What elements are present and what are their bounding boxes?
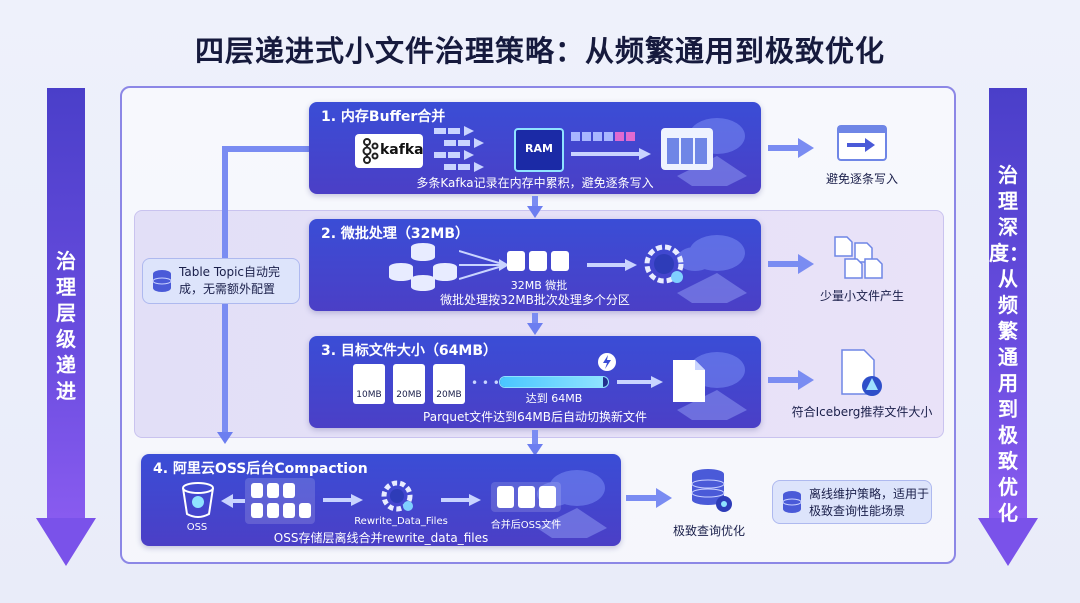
offline-note: 离线维护策略，适用于极致查询性能场景: [772, 480, 932, 524]
page-title: 四层递进式小文件治理策略：从频繁通用到极致优化: [194, 34, 885, 68]
table-topic-note: Table Topic自动完成，无需额外配置: [142, 258, 300, 304]
stage-4-oss-compaction: 4. 阿里云OSS后台Compaction OSS Rewrite_Data_F…: [141, 454, 621, 546]
stage-2-title: 2. 微批处理（32MB）: [321, 226, 470, 242]
small-files-grid: [245, 478, 315, 524]
oss-label: OSS: [186, 522, 208, 533]
file-window-icon: [661, 128, 713, 170]
iceberg-file-icon: [841, 349, 882, 396]
flow-arrow-1-2-head: [527, 206, 543, 218]
memory-blocks-icon: [571, 132, 635, 141]
ram-chip: RAM: [514, 128, 564, 172]
rewrite-label: Rewrite_Data_Files: [354, 516, 448, 527]
batch-files: [507, 251, 571, 273]
connector-arrow: [217, 432, 233, 444]
stage-1-desc: 多条Kafka记录在内存中累积，避免逐条写入: [416, 176, 654, 190]
stage-1-output-arrow: [768, 138, 814, 158]
stage-4-title: 4. 阿里云OSS后台Compaction: [153, 461, 368, 477]
stage-4-output: 极致查询优化: [672, 524, 745, 538]
arrow-left-icon: [221, 494, 245, 508]
database-icon: [782, 491, 802, 513]
stage-4-output-arrow: [626, 488, 672, 508]
write-window-icon: [837, 125, 887, 161]
stage-2-micro-batch: 2. 微批处理（32MB） 32MB 微批 微批处理按32MB批次处理多个分区: [309, 219, 761, 311]
connector-line-top: [222, 146, 310, 152]
flow-arrow-3-4: [532, 430, 538, 446]
database-stack-icon: [389, 243, 457, 291]
cloud-icon: [677, 235, 747, 303]
stage-3-title: 3. 目标文件大小（64MB）: [321, 343, 498, 359]
left-arrow-text: 治理层级递进: [56, 249, 76, 403]
stage-4-desc: OSS存储层离线合并rewrite_data_files: [273, 531, 489, 545]
database-icon: [152, 270, 172, 292]
merged-files: [491, 482, 561, 512]
oss-bucket-icon: [182, 482, 214, 518]
stage-3-target-size: 3. 目标文件大小（64MB） 10MB 20MB 20MB • • • • 达…: [309, 336, 761, 428]
left-progress-arrow: 治理层级递进: [36, 88, 96, 566]
stage-2-output-arrow: [768, 254, 814, 274]
file-1-size: 10MB: [356, 390, 382, 400]
file-2-size: 20MB: [396, 390, 422, 400]
records-arrows-icon: [434, 126, 484, 172]
stage-1-output: 避免逐条写入: [825, 172, 898, 186]
stage-2-desc: 微批处理按32MB批次处理多个分区: [440, 293, 630, 307]
arrow-right-icon: [441, 494, 481, 506]
stage-3-output: 符合Iceberg推荐文件大小: [791, 405, 933, 419]
parquet-file-1: 10MB: [353, 364, 385, 404]
size-progress-fill: [500, 377, 603, 387]
kafka-icon: [362, 138, 379, 164]
table-topic-text: Table Topic自动完成，无需额外配置: [179, 265, 281, 296]
right-arrow-text: 治理深度：从频繁通用到极致优化: [989, 163, 1029, 525]
stage-3-desc: Parquet文件达到64MB后自动切换新文件: [423, 410, 647, 424]
rewrite-gear-icon: [381, 480, 413, 512]
kafka-label: kafka: [380, 142, 424, 158]
flow-arrow-3-4-head: [527, 444, 543, 456]
flow-arrow-1-2: [532, 196, 538, 208]
offline-note-text: 离线维护策略，适用于极致查询性能场景: [809, 487, 930, 518]
stage-2-output: 少量小文件产生: [819, 289, 904, 303]
arrow-right-icon: [587, 259, 637, 271]
batch-label: 32MB 微批: [510, 279, 568, 292]
right-depth-arrow: 治理深度：从频繁通用到极致优化: [978, 88, 1038, 566]
parquet-file-3: 20MB: [433, 364, 465, 404]
kafka-logo: kafka: [355, 134, 424, 168]
merged-label: 合并后OSS文件: [490, 520, 562, 531]
processing-gear-icon: [644, 244, 684, 284]
merge-arrows-icon: [459, 250, 509, 280]
size-progress-bar: [499, 376, 609, 388]
progress-label: 达到 64MB: [525, 392, 583, 405]
stage-1-title: 1. 内存Buffer合并: [321, 109, 446, 125]
arrow-right-icon: [323, 494, 363, 506]
stage-3-output-arrow: [768, 370, 814, 390]
arrow-right-icon: [571, 148, 651, 160]
optimized-database-icon: [691, 469, 732, 512]
lightning-icon: [598, 353, 616, 371]
stage-1-memory-buffer: 1. 内存Buffer合并 kafka RAM: [309, 102, 761, 194]
arrow-right-icon: [617, 376, 663, 388]
flow-arrow-2-3: [532, 313, 538, 325]
file-3-size: 20MB: [436, 390, 462, 400]
small-files-icon: [834, 236, 883, 279]
large-file-icon: [673, 360, 705, 402]
flow-arrow-2-3-head: [527, 323, 543, 335]
ram-label: RAM: [525, 142, 553, 155]
parquet-file-2: 20MB: [393, 364, 425, 404]
